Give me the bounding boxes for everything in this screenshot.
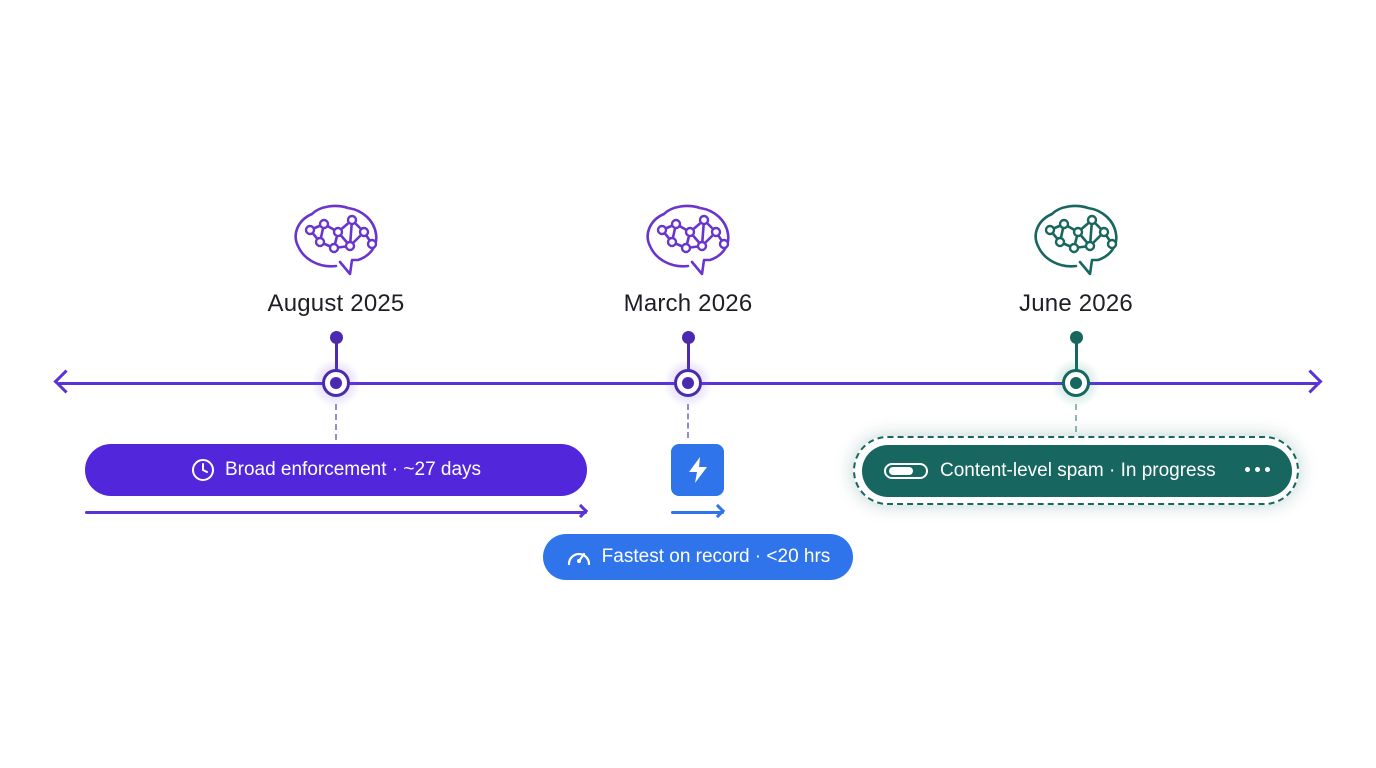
milestone-node-june-2026[interactable] — [1062, 369, 1090, 397]
fastest-on-record-text: Fastest on record · <20 hrs — [601, 546, 831, 567]
brain-network-icon — [1034, 204, 1118, 276]
milestone-stem — [1075, 340, 1078, 370]
speedometer-icon — [566, 546, 592, 568]
axis-arrow-left-icon — [53, 369, 78, 394]
broad-enforcement-pill[interactable]: Broad enforcement · ~27 days — [85, 444, 587, 496]
fastest-on-record-pill[interactable]: Fastest on record · <20 hrs — [543, 534, 853, 580]
milestone-dashed-connector — [335, 404, 337, 440]
content-level-spam-text: Content-level spam · In progress — [940, 460, 1216, 481]
brain-network-icon — [646, 204, 730, 276]
content-spam-dashed-frame — [853, 436, 1299, 505]
broad-enforcement-text: Broad enforcement · ~27 days — [224, 459, 482, 480]
lightning-bolt-icon — [688, 457, 707, 483]
toggle-icon — [884, 463, 928, 479]
content-level-spam-pill[interactable]: Content-level spam · In progress — [862, 445, 1292, 497]
more-dots-icon[interactable] — [1245, 467, 1270, 472]
axis-arrow-right-icon — [1298, 369, 1323, 394]
milestone-label-august-2025: August 2025 — [267, 290, 405, 317]
fastest-span-arrow — [671, 503, 726, 519]
clock-icon — [191, 458, 215, 482]
brain-network-icon — [294, 204, 378, 276]
milestone-node-august-2025[interactable] — [322, 369, 350, 397]
milestone-dashed-connector — [687, 404, 689, 438]
milestone-label-march-2026: March 2026 — [623, 290, 753, 317]
milestone-stem-dot — [682, 331, 695, 344]
milestone-stem — [335, 340, 338, 370]
milestone-node-march-2026[interactable] — [674, 369, 702, 397]
milestone-stem — [687, 340, 690, 370]
lightning-bolt-box[interactable] — [671, 444, 724, 496]
milestone-stem-dot — [330, 331, 343, 344]
broad-enforcement-span-arrow — [85, 503, 589, 519]
milestone-stem-dot — [1070, 331, 1083, 344]
milestone-label-june-2026: June 2026 — [1019, 290, 1133, 317]
milestone-dashed-connector — [1075, 404, 1077, 432]
